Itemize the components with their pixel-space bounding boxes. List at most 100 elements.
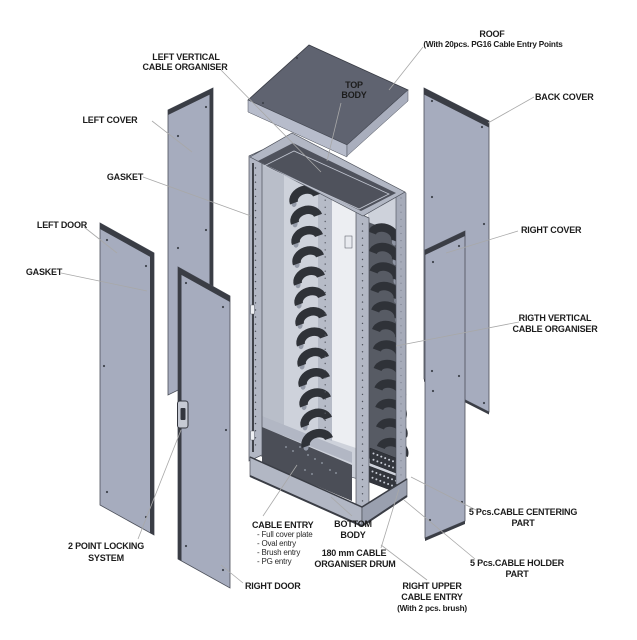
cable-organiser-ring <box>299 388 331 411</box>
rail-hole <box>400 296 402 298</box>
right-cover-face <box>424 230 466 539</box>
rail-hole <box>254 415 257 418</box>
rail-hole <box>324 320 326 322</box>
rail-hole <box>400 339 402 341</box>
rail-hole <box>324 426 326 429</box>
rail-hole <box>361 464 364 467</box>
rail-hole <box>400 204 402 206</box>
rail-hole <box>400 218 402 220</box>
ring-body <box>289 185 321 205</box>
rail-hole <box>254 295 257 297</box>
perforation-dot <box>392 460 394 463</box>
rail-hole <box>400 353 402 355</box>
floor-hole <box>307 454 309 456</box>
ring-body <box>299 388 331 408</box>
leader-two-point-locking <box>137 429 182 540</box>
rail-hole <box>324 341 326 343</box>
rail-hole <box>324 256 326 258</box>
label-right-cover: RIGHT COVER <box>521 225 582 235</box>
rail-hole <box>400 453 402 455</box>
perforation-dot <box>391 478 393 481</box>
rail-hole <box>361 322 364 325</box>
top-body-recess <box>258 143 396 211</box>
rail-hole <box>400 438 402 440</box>
perforation-dot <box>387 483 390 485</box>
rail-hole <box>324 348 326 350</box>
labels: ROOF (With 20pcs. PG16 Cable Entry Point… <box>26 29 599 613</box>
rail-hole <box>400 424 402 426</box>
rail-hole <box>361 308 364 310</box>
perforation-dot <box>391 484 393 487</box>
leader-left-door <box>83 226 118 254</box>
rail-hole <box>324 242 326 244</box>
rail-hole <box>324 384 326 386</box>
rail-hole <box>400 382 402 384</box>
top-body-recess-outline <box>263 150 390 210</box>
floor-hole <box>299 446 301 448</box>
rail-hole <box>361 301 364 303</box>
screw-dot <box>105 238 109 242</box>
rail-hole <box>254 231 257 233</box>
rail-hole <box>254 302 257 304</box>
screw-dot <box>428 518 432 522</box>
label-two-point-locking-2: SYSTEM <box>88 553 124 563</box>
screw-dot <box>144 264 148 268</box>
perforation-dot <box>388 458 391 461</box>
rail-hole <box>400 332 402 334</box>
label-organiser-drum-1: 180 mm CABLE <box>322 548 387 558</box>
bottom-body-floor <box>262 427 352 501</box>
rail-hole <box>361 443 364 445</box>
cable-organiser-ring <box>297 347 329 370</box>
base-bottom-edge <box>249 475 408 528</box>
rail-hole <box>400 197 402 199</box>
screw-dot <box>176 246 180 250</box>
rail-hole <box>400 346 402 348</box>
label-left-vertical-organiser-1: LEFT VERTICAL <box>152 52 220 62</box>
screw-dot <box>176 134 180 138</box>
right-door-panel <box>177 266 231 589</box>
rail-hole <box>400 431 402 433</box>
rail-hole <box>324 405 326 407</box>
rail-hole <box>400 261 402 263</box>
rail-hole <box>400 254 402 256</box>
rail-hole <box>254 359 257 361</box>
label-right-upper-cable-entry-1: RIGHT UPPER <box>402 581 462 591</box>
rail-hole <box>400 211 402 213</box>
rail-hole <box>324 334 326 336</box>
rail-hole <box>361 386 364 388</box>
rail-hole <box>254 245 257 247</box>
floor-hole <box>329 469 331 471</box>
screw-dot <box>430 195 434 199</box>
screw-dot <box>204 228 208 232</box>
ring-body <box>294 286 326 306</box>
rail-hole <box>361 379 364 381</box>
perforation-dot <box>383 481 386 484</box>
rail-hole <box>361 223 364 225</box>
leader-organiser-drum <box>380 488 400 549</box>
rail-hole <box>324 277 326 279</box>
perforation-dot <box>384 457 387 460</box>
rail-hole <box>254 174 257 176</box>
leader-right-door <box>220 564 244 584</box>
rail-hole <box>400 303 402 306</box>
perforation-dot <box>375 478 378 481</box>
cable-organiser-ring <box>296 327 328 350</box>
leader-right-vertical-organiser <box>395 321 520 347</box>
floor-hole <box>314 458 316 460</box>
rail-hole <box>254 422 257 425</box>
floor-hole <box>321 462 323 464</box>
rail-hole <box>254 430 257 432</box>
leader-lines <box>60 46 535 584</box>
rail-hole <box>254 437 257 439</box>
rail-hole <box>324 270 326 272</box>
ring-body <box>292 246 324 266</box>
cable-organiser-ring <box>293 266 325 289</box>
perforation-dot <box>375 472 378 475</box>
rail-hole <box>324 362 326 365</box>
cable-organiser-ring <box>295 307 327 329</box>
cable-organiser-ring <box>292 246 324 268</box>
rail-hole <box>324 391 326 393</box>
rail-hole <box>400 289 402 291</box>
rail-hole <box>254 373 257 375</box>
